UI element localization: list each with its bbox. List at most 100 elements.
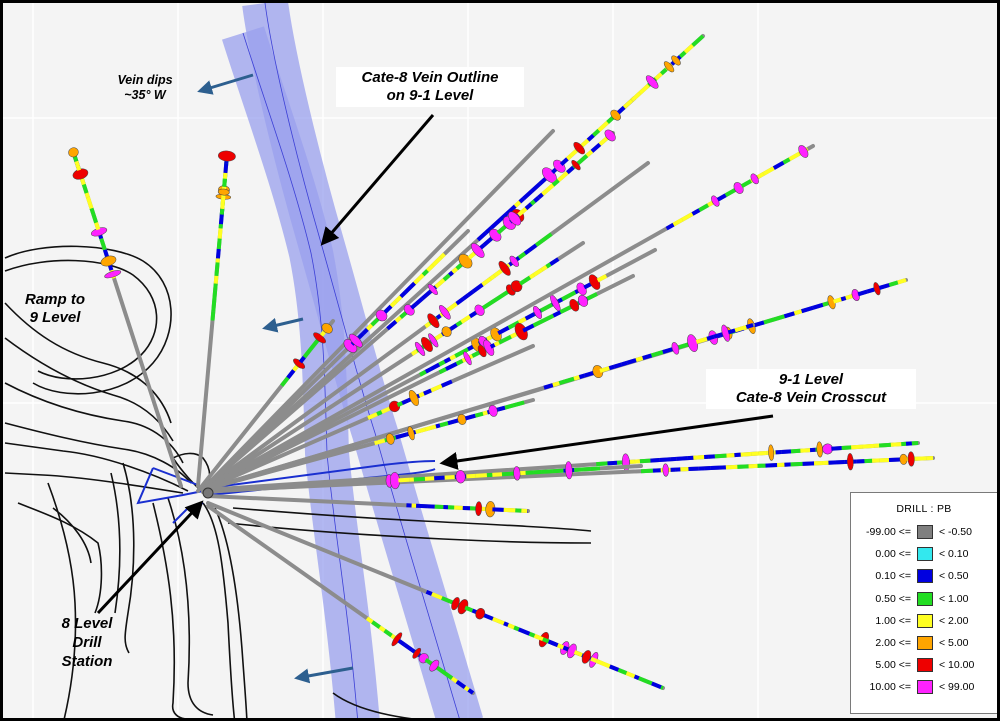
workings-outline — [4, 442, 189, 492]
drill-hole — [201, 129, 616, 491]
assay-interval — [569, 149, 578, 158]
drill-hole — [201, 129, 555, 491]
drill-holes — [68, 34, 935, 695]
assay-interval — [551, 178, 560, 187]
crosscut-callout: 9-1 Level Cate-8 Vein Crosscut — [706, 369, 916, 409]
assay-marker — [576, 282, 587, 296]
vein-dip-line-1: Vein dips — [117, 73, 173, 87]
drill-hole-trace — [201, 129, 555, 491]
assay-interval — [222, 178, 227, 187]
drill-hole — [68, 147, 183, 488]
dip-arrow — [197, 73, 254, 95]
assay-interval — [724, 187, 737, 197]
drill-hole — [201, 274, 635, 492]
legend-high-bound: < 1.00 — [939, 592, 969, 605]
assay-interval — [841, 445, 852, 451]
assay-interval — [698, 203, 710, 212]
assay-interval — [424, 321, 431, 329]
assay-interval — [638, 83, 650, 95]
assay-interval — [513, 400, 525, 408]
legend-low-bound: 10.00 <= — [869, 681, 911, 694]
assay-interval — [440, 379, 453, 388]
assay-interval — [280, 376, 290, 387]
vein-contour-line — [264, 3, 460, 718]
station-line-3: Station — [61, 652, 113, 670]
assay-interval — [511, 320, 520, 328]
assay-interval — [578, 373, 586, 379]
assay-interval — [693, 455, 705, 460]
assay-interval — [471, 351, 479, 358]
legend-swatch — [917, 636, 933, 651]
assay-interval — [496, 293, 505, 301]
assay-interval — [492, 507, 504, 512]
assay-interval — [540, 232, 553, 243]
assay-interval — [762, 166, 775, 176]
assay-marker — [573, 141, 586, 155]
assay-interval — [590, 142, 602, 153]
assay-interval — [482, 238, 491, 247]
legend-swatch — [917, 680, 933, 695]
assay-interval — [566, 165, 575, 175]
assay-interval — [532, 268, 543, 277]
assay-marker — [385, 433, 395, 445]
assay-interval — [438, 359, 446, 367]
vein-outline-callout: Cate-8 Vein Outline on 9-1 Level — [336, 67, 524, 107]
assay-interval — [493, 340, 500, 347]
legend-high-bound: < 0.50 — [939, 570, 969, 583]
assay-marker — [429, 659, 440, 672]
assay-marker — [508, 211, 522, 226]
assay-marker — [565, 461, 573, 480]
assay-interval — [319, 330, 327, 337]
assay-interval — [437, 667, 450, 678]
assay-interval — [443, 356, 452, 364]
assay-interval — [210, 311, 216, 321]
assay-interval — [383, 304, 393, 314]
assay-interval — [851, 444, 863, 450]
ramp-label: Ramp to 9 Level — [13, 291, 97, 327]
ramp-line-1: Ramp to — [25, 291, 85, 308]
assay-interval — [590, 466, 601, 472]
assay-interval — [419, 369, 427, 377]
assay-interval — [586, 133, 595, 142]
assay-interval — [640, 468, 654, 474]
assay-interval — [484, 225, 494, 235]
assay-interval — [434, 332, 444, 341]
assay-interval — [772, 160, 785, 170]
assay-interval — [539, 316, 550, 325]
assay-interval — [513, 200, 522, 208]
legend-low-bound: 1.00 <= — [875, 614, 911, 627]
assay-interval — [625, 671, 636, 679]
assay-interval — [108, 265, 114, 271]
workings-outline — [232, 507, 592, 532]
assay-interval — [497, 325, 510, 336]
assay-marker — [412, 647, 422, 659]
legend-low-bound: 2.00 <= — [875, 637, 911, 650]
legend-low-bound: 0.00 <= — [875, 548, 911, 561]
assay-interval — [676, 456, 688, 461]
assay-interval — [447, 418, 459, 426]
vein-outline-arrow — [320, 114, 435, 246]
assay-marker — [321, 323, 333, 334]
assay-interval — [651, 681, 662, 690]
drill-hole — [201, 398, 535, 492]
assay-interval — [505, 204, 517, 216]
workings-outline — [332, 692, 412, 718]
assay-interval — [99, 237, 107, 251]
assay-interval — [431, 592, 443, 600]
assay-marker — [662, 463, 669, 477]
legend-swatch — [917, 525, 933, 540]
assay-interval — [788, 152, 800, 161]
legend-high-bound: < -0.50 — [939, 526, 972, 539]
assay-interval — [424, 657, 431, 665]
assay-interval — [831, 446, 842, 451]
assay-interval — [215, 248, 221, 259]
assay-interval — [416, 503, 429, 509]
assay-interval — [737, 464, 749, 469]
assay-interval — [630, 91, 642, 102]
dip-arrow — [294, 666, 354, 684]
assay-interval — [660, 67, 668, 76]
drift-line — [207, 460, 436, 489]
assay-interval — [857, 289, 868, 297]
assay-interval — [626, 358, 637, 365]
assay-interval — [567, 290, 577, 298]
